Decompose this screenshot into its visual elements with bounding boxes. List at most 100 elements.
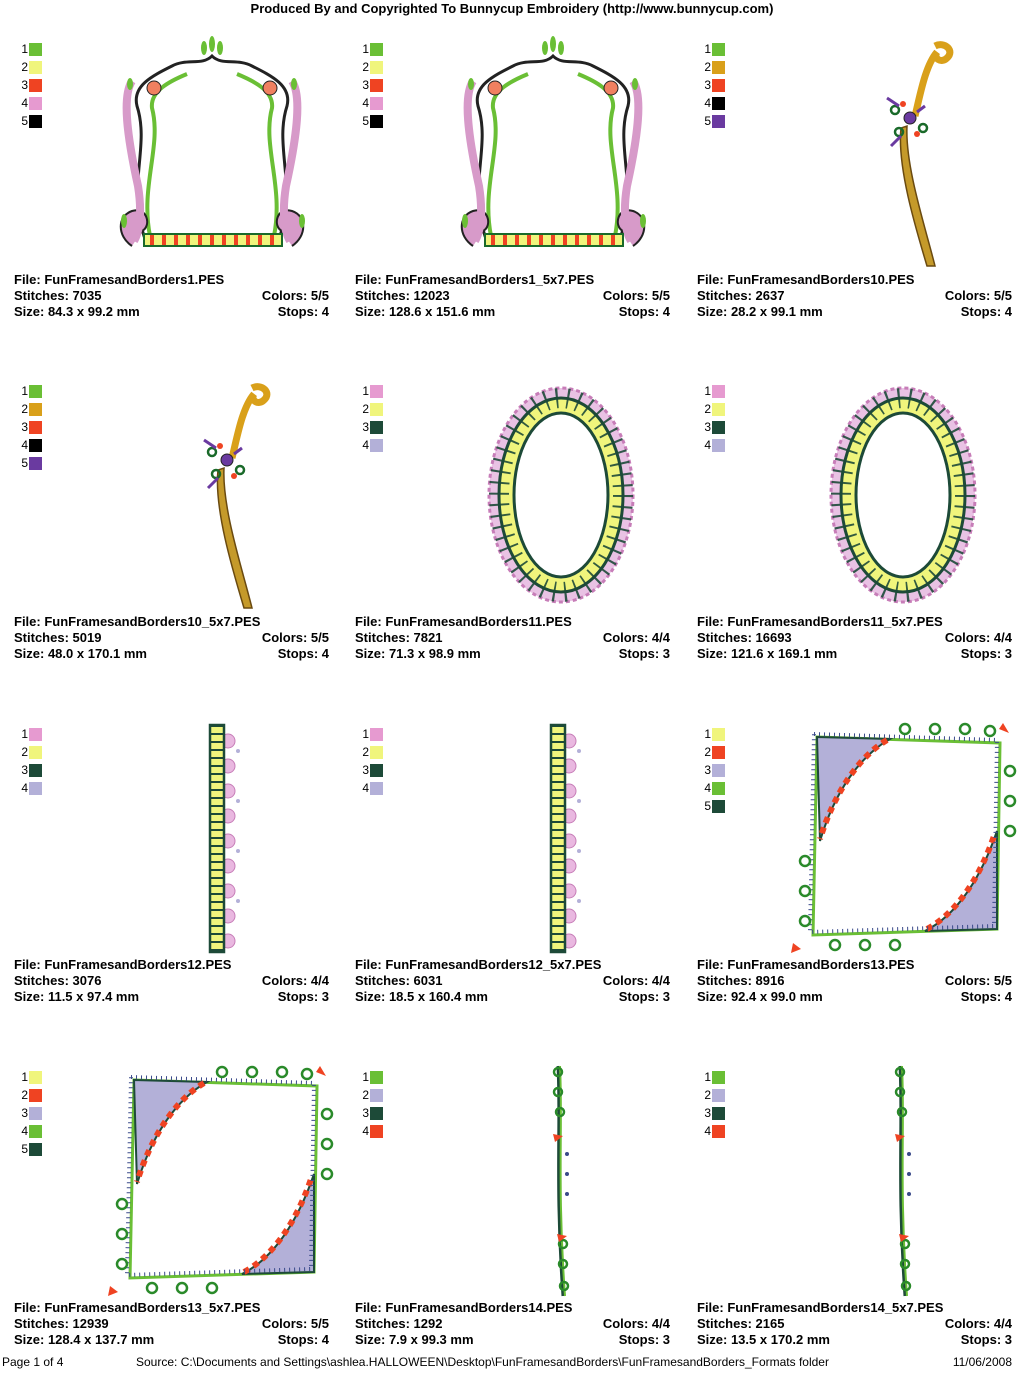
stitches-row: Stitches: 5019 Colors: 5/5 xyxy=(14,630,329,646)
color-swatch: 1 xyxy=(18,40,42,58)
swatch-number: 5 xyxy=(362,114,369,128)
color-count: Colors: 4/4 xyxy=(602,630,670,645)
color-swatch: 4 xyxy=(701,779,725,797)
swatch-color-box xyxy=(29,96,42,110)
swatch-color-box xyxy=(29,456,42,470)
color-swatch: 4 xyxy=(701,1122,725,1140)
swatch-number: 2 xyxy=(21,60,28,74)
color-swatch: 1 xyxy=(701,1068,725,1086)
design-size: Size: 7.9 x 99.3 mm xyxy=(355,1332,474,1347)
file-name: File: FunFramesandBorders13_5x7.PES xyxy=(14,1300,261,1315)
swatch-number: 2 xyxy=(704,1088,711,1102)
stitch-count: Stitches: 8916 xyxy=(697,973,785,988)
color-swatch: 3 xyxy=(18,418,42,436)
swatch-color-box xyxy=(712,727,725,741)
color-count: Colors: 4/4 xyxy=(602,973,670,988)
swatch-color-box xyxy=(370,1088,383,1102)
color-swatch: 1 xyxy=(18,382,42,400)
color-count: Colors: 5/5 xyxy=(261,630,329,645)
color-count: Colors: 4/4 xyxy=(944,630,1012,645)
swatch-number: 1 xyxy=(21,384,28,398)
swatch-color-box xyxy=(370,1106,383,1120)
file-row: File: FunFramesandBorders10_5x7.PES xyxy=(14,614,329,630)
stop-count: Stops: 3 xyxy=(618,989,670,1004)
color-swatch: 5 xyxy=(18,454,42,472)
stitch-count: Stitches: 5019 xyxy=(14,630,102,645)
swatch-number: 1 xyxy=(362,42,369,56)
file-row: File: FunFramesandBorders14_5x7.PES xyxy=(697,1300,1012,1316)
swatch-number: 3 xyxy=(362,1106,369,1120)
source-path: Source: C:\Documents and Settings\ashlea… xyxy=(136,1355,829,1369)
swatch-number: 3 xyxy=(21,78,28,92)
stitches-row: Stitches: 7821 Colors: 4/4 xyxy=(355,630,670,646)
swatch-color-box xyxy=(712,1124,725,1138)
swatch-color-box xyxy=(29,42,42,56)
design-preview-arch-frame xyxy=(433,36,683,271)
swatch-color-box xyxy=(370,781,383,795)
swatch-color-box xyxy=(29,402,42,416)
swatch-color-box xyxy=(712,402,725,416)
page-footer: Page 1 of 4 Source: C:\Documents and Set… xyxy=(0,1354,1024,1370)
stop-count: Stops: 3 xyxy=(960,1332,1012,1347)
swatch-color-box xyxy=(370,745,383,759)
color-swatch: 4 xyxy=(18,1122,42,1140)
stop-count: Stops: 4 xyxy=(618,304,670,319)
swatch-color-box xyxy=(370,384,383,398)
swatch-color-box xyxy=(712,799,725,813)
color-swatch: 4 xyxy=(359,779,383,797)
swatch-number: 2 xyxy=(21,1088,28,1102)
color-swatch: 1 xyxy=(18,1068,42,1086)
color-swatch: 4 xyxy=(18,779,42,797)
stitch-count: Stitches: 2165 xyxy=(697,1316,785,1331)
swatch-number: 4 xyxy=(21,781,28,795)
design-size: Size: 11.5 x 97.4 mm xyxy=(14,989,140,1004)
swatch-color-box xyxy=(712,60,725,74)
stop-count: Stops: 3 xyxy=(618,646,670,661)
color-swatch: 1 xyxy=(701,382,725,400)
swatch-number: 4 xyxy=(704,781,711,795)
swatch-color-box xyxy=(29,114,42,128)
stitch-count: Stitches: 12939 xyxy=(14,1316,109,1331)
swatch-color-box xyxy=(712,42,725,56)
color-swatch: 5 xyxy=(701,797,725,815)
swatch-number: 3 xyxy=(362,420,369,434)
color-swatch: 4 xyxy=(701,436,725,454)
file-row: File: FunFramesandBorders11_5x7.PES xyxy=(697,614,1012,630)
stop-count: Stops: 4 xyxy=(277,646,329,661)
swatch-number: 1 xyxy=(21,42,28,56)
file-name: File: FunFramesandBorders12_5x7.PES xyxy=(355,957,602,972)
swatch-number: 4 xyxy=(704,1124,711,1138)
color-swatch: 2 xyxy=(18,400,42,418)
swatch-number: 2 xyxy=(704,402,711,416)
file-row: File: FunFramesandBorders10.PES xyxy=(697,272,1012,288)
file-name: File: FunFramesandBorders1.PES xyxy=(14,272,225,287)
swatch-number: 5 xyxy=(21,1142,28,1156)
color-swatch: 5 xyxy=(359,112,383,130)
stop-count: Stops: 4 xyxy=(277,1332,329,1347)
file-row: File: FunFramesandBorders11.PES xyxy=(355,614,670,630)
swatch-number: 3 xyxy=(21,420,28,434)
swatch-number: 2 xyxy=(21,745,28,759)
color-swatch: 2 xyxy=(701,58,725,76)
swatch-number: 1 xyxy=(704,727,711,741)
file-name: File: FunFramesandBorders1_5x7.PES xyxy=(355,272,595,287)
stitch-count: Stitches: 7821 xyxy=(355,630,443,645)
